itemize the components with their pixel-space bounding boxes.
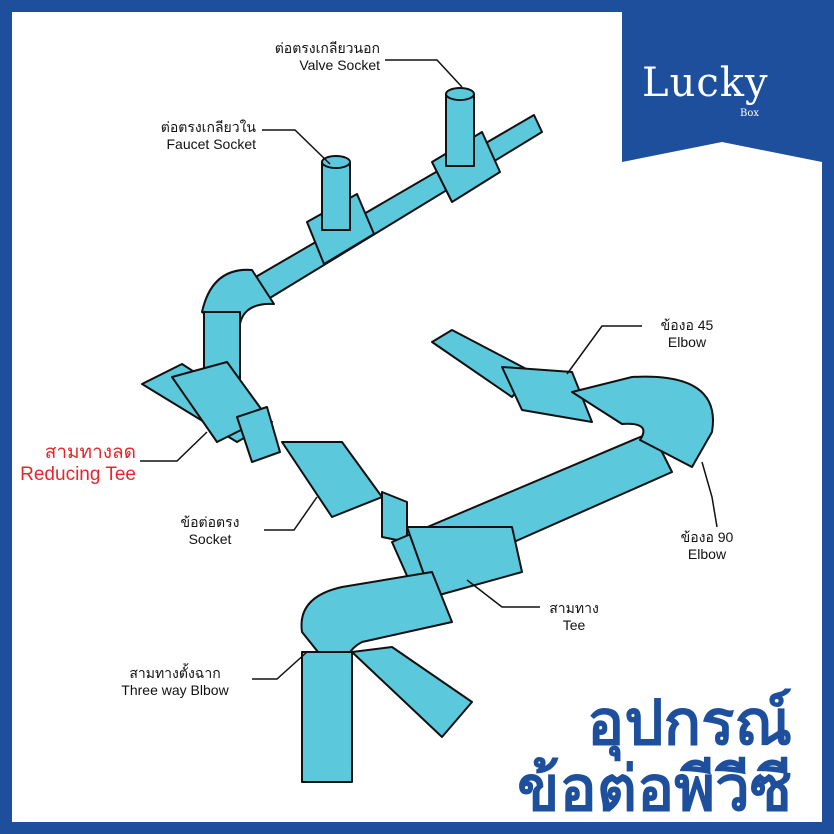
title-line-1: อุปกรณ์ bbox=[586, 685, 793, 760]
pipe-diagram bbox=[140, 59, 718, 783]
label-three-way-th: สามทางตั้งฉาก bbox=[129, 665, 221, 681]
label-elbow45-th: ข้องอ 45 bbox=[660, 317, 714, 333]
label-valve-socket-en: Valve Socket bbox=[299, 57, 380, 73]
leader-reducing-tee bbox=[140, 431, 208, 462]
label-tee: สามทาง Tee bbox=[534, 600, 614, 634]
leader-socket bbox=[264, 496, 318, 531]
leader-faucet-socket bbox=[262, 129, 331, 165]
label-elbow90-en: Elbow bbox=[687, 546, 727, 562]
brand-name: Lucky bbox=[642, 60, 769, 106]
valve-socket-riser bbox=[445, 93, 475, 167]
mid-pipe-b bbox=[381, 491, 408, 543]
leader-tee bbox=[466, 579, 540, 608]
label-three-way-en: Three way Blbow bbox=[121, 682, 229, 698]
socket-body bbox=[281, 441, 383, 518]
label-tee-th: สามทาง bbox=[549, 600, 599, 616]
brand-sub: Box bbox=[740, 108, 760, 119]
leader-valve-socket bbox=[385, 59, 463, 88]
faucet-socket-top bbox=[321, 155, 351, 169]
label-reducing-tee: สามทางลด Reducing Tee bbox=[14, 442, 136, 486]
label-faucet-socket-th: ต่อตรงเกลียวใน bbox=[160, 119, 256, 135]
label-faucet-socket-en: Faucet Socket bbox=[166, 136, 257, 152]
label-elbow90-th: ข้องอ 90 bbox=[680, 529, 734, 545]
brand-banner bbox=[622, 12, 822, 162]
elbow45-body bbox=[501, 366, 593, 423]
label-reducing-tee-en: Reducing Tee bbox=[20, 464, 136, 485]
mid-pipe-a bbox=[236, 406, 281, 463]
top-main-pipe bbox=[246, 114, 543, 305]
leader-elbow90 bbox=[701, 461, 718, 528]
label-elbow45: ข้องอ 45 Elbow bbox=[642, 317, 732, 351]
label-socket-th: ข้อต่อตรง bbox=[180, 514, 240, 530]
faucet-socket-riser bbox=[321, 161, 351, 231]
label-elbow45-en: Elbow bbox=[667, 334, 707, 350]
label-valve-socket-th: ต่อตรงเกลียวนอก bbox=[274, 40, 380, 56]
label-tee-en: Tee bbox=[562, 617, 586, 633]
leader-elbow45 bbox=[566, 325, 642, 375]
label-socket: ข้อต่อตรง Socket bbox=[160, 514, 260, 548]
label-faucet-socket: ต่อตรงเกลียวใน Faucet Socket bbox=[120, 119, 256, 153]
title-line-2: ข้อต่อพีวีซี bbox=[516, 751, 793, 822]
label-reducing-tee-th: สามทางลด bbox=[44, 442, 136, 463]
label-three-way: สามทางตั้งฉาก Three way Blbow bbox=[100, 665, 250, 699]
label-socket-en: Socket bbox=[188, 531, 232, 547]
brand-banner-shape bbox=[622, 12, 822, 162]
label-elbow90: ข้องอ 90 Elbow bbox=[662, 529, 752, 563]
three-way-down-pipe bbox=[301, 651, 353, 783]
label-valve-socket: ต่อตรงเกลียวนอก Valve Socket bbox=[230, 40, 380, 74]
diagram-canvas: Lucky Box ต่อตรงเกลียวนอก Valve Socket ต… bbox=[12, 12, 822, 822]
elbow90-body bbox=[571, 375, 714, 468]
leader-three-way bbox=[252, 651, 308, 680]
valve-socket-top bbox=[445, 87, 475, 101]
three-way-branch bbox=[351, 646, 473, 738]
